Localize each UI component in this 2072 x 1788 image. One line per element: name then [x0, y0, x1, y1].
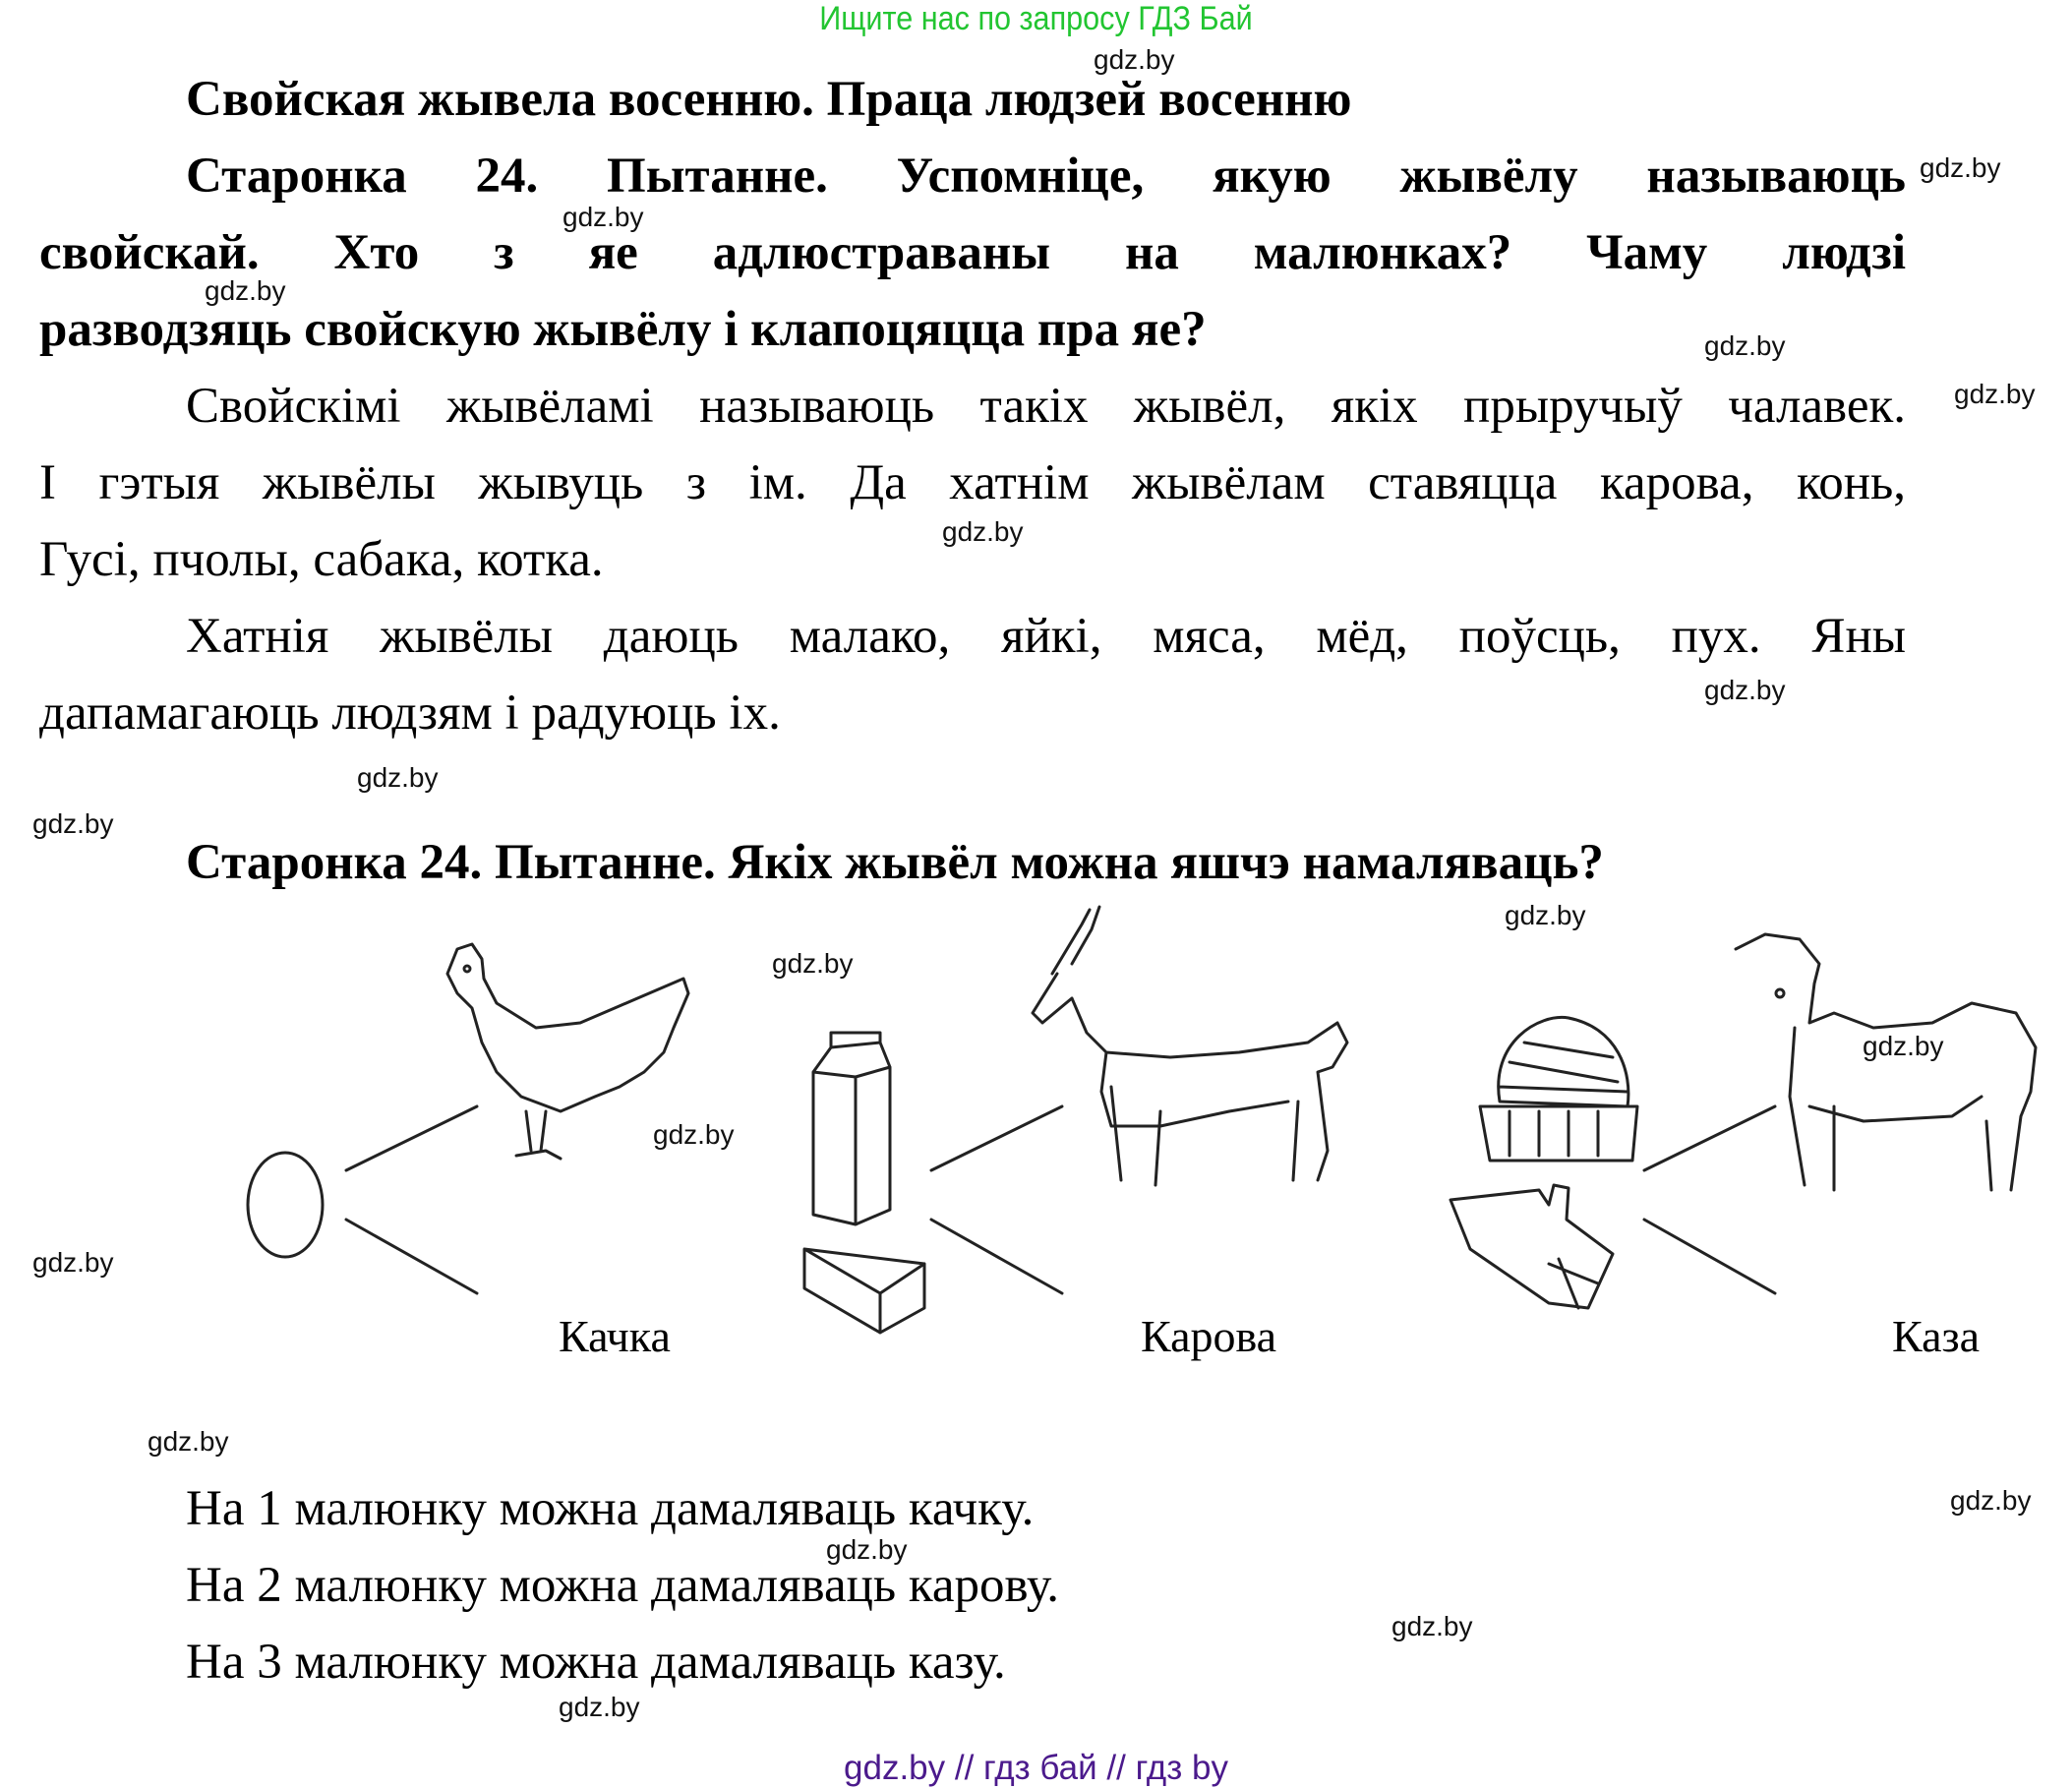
answer-2: На 1 малюнку можна дамаляваць качку. На …	[186, 1470, 1059, 1700]
connector-lines	[929, 1104, 1064, 1295]
watermark: gdz.by	[1391, 1611, 1473, 1641]
watermark: gdz.by	[205, 275, 286, 306]
watermark: gdz.by	[653, 1119, 735, 1150]
question-2: Старонка 24. Пытанне. Якіх жывёл можна я…	[186, 835, 1604, 890]
footer-links[interactable]: gdz.by // гдз бай // гдз by	[844, 1749, 1228, 1787]
watermark: gdz.by	[562, 202, 644, 232]
label-goat: Каза	[1892, 1311, 1981, 1361]
knit-hat-icon	[1478, 1015, 1639, 1162]
goat-icon	[1031, 905, 1349, 1187]
answer-line: Хатнія жывёлы даюць малако, яйкі, мяса, …	[186, 609, 1906, 664]
page-title: Свойская жывела восенню. Праца людзей во…	[186, 72, 1352, 127]
answer-line: дапамагаюць людзям і радуюць іх.	[39, 685, 781, 741]
watermark: gdz.by	[32, 808, 114, 839]
watermark: gdz.by	[1505, 900, 1586, 930]
watermark: gdz.by	[826, 1534, 908, 1565]
question-1-line: разводзяць свойскую жывёлу і клапоцяцца …	[39, 302, 1207, 357]
question-1-line: свойскай. Хто з яе адлюстраваны на малюн…	[39, 225, 1906, 280]
watermark: gdz.by	[559, 1692, 640, 1722]
answer-line: На 2 малюнку можна дамаляваць карову.	[186, 1558, 1060, 1613]
connector-lines	[1642, 1104, 1777, 1295]
answer-line: Свойскімі жывёламі называюць такіх жывёл…	[186, 379, 1906, 434]
watermark: gdz.by	[1920, 152, 2001, 183]
watermark: gdz.by	[942, 516, 1024, 547]
watermark: gdz.by	[1954, 379, 2036, 409]
watermark: gdz.by	[1704, 675, 1786, 705]
watermark: gdz.by	[1863, 1031, 1944, 1061]
answer-line: І гэтыя жывёлы жывуць з ім. Да хатнім жы…	[39, 455, 1906, 510]
label-cow: Карова	[1141, 1311, 1277, 1361]
answer-1: Свойскімі жывёламі называюць такіх жывёл…	[39, 368, 1906, 751]
answer-line: На 3 малюнку можна дамаляваць казу.	[186, 1635, 1006, 1690]
connector-lines	[344, 1104, 479, 1295]
label-duck: Качка	[559, 1311, 671, 1361]
answer-line: На 1 малюнку можна дамаляваць качку.	[186, 1481, 1035, 1536]
watermark: gdz.by	[1950, 1485, 2032, 1516]
egg-icon	[246, 1151, 325, 1259]
question-1: Старонка 24. Пытанне. Успомніце, якую жы…	[39, 138, 1906, 368]
watermark: gdz.by	[1704, 330, 1786, 361]
mitten-icon	[1449, 1183, 1615, 1310]
sheep-icon	[1734, 932, 2038, 1192]
watermark: gdz.by	[772, 948, 854, 979]
watermark: gdz.by	[357, 762, 439, 793]
answer-line: Гусі, пчолы, сабака, котка.	[39, 532, 604, 587]
illustration: Качка Карова Каза	[0, 885, 2072, 1397]
question-1-line: Старонка 24. Пытанне. Успомніце, якую жы…	[186, 149, 1906, 204]
search-banner: Ищите нас по запросу ГДЗ Бай	[819, 0, 1253, 37]
watermark: gdz.by	[1094, 44, 1175, 75]
hen-icon	[445, 942, 690, 1161]
watermark: gdz.by	[32, 1247, 114, 1278]
milk-carton-icon	[811, 1031, 892, 1226]
watermark: gdz.by	[148, 1426, 229, 1457]
cheese-icon	[802, 1247, 926, 1335]
